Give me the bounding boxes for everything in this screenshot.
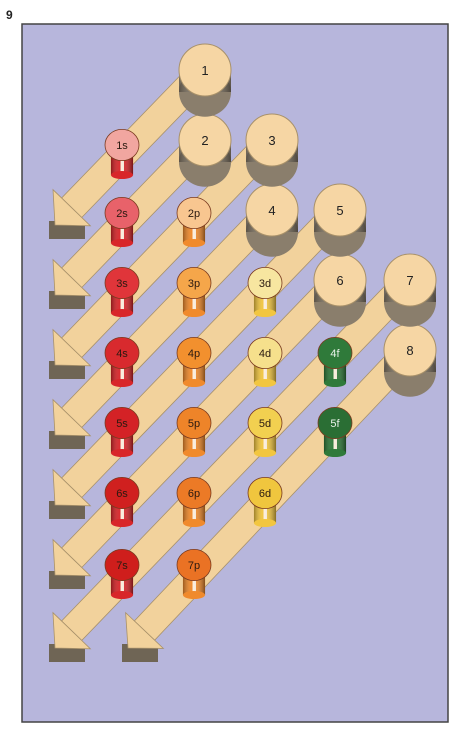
orbital-stem-bottom — [111, 519, 133, 527]
shell-number: 2 — [201, 133, 208, 148]
orbital-label: 5f — [330, 418, 340, 430]
orbital-stem-bottom — [254, 449, 276, 457]
orbital-stem-bottom — [183, 449, 205, 457]
orbital-stem-bottom — [183, 519, 205, 527]
orbital-label: 4f — [330, 348, 340, 360]
orbital-stem-bottom — [254, 519, 276, 527]
orbital-stem-bottom — [111, 449, 133, 457]
orbital-label: 7s — [116, 560, 128, 572]
orbital-stem-bottom — [183, 379, 205, 387]
orbital-stem-bottom — [183, 239, 205, 247]
orbital-label: 1s — [116, 140, 128, 152]
shell-number: 7 — [406, 273, 413, 288]
orbital-label: 6p — [188, 488, 200, 500]
shell-number: 6 — [336, 273, 343, 288]
orbital-label: 4p — [188, 348, 200, 360]
orbital-stem-bottom — [254, 379, 276, 387]
orbital-stem-bottom — [183, 591, 205, 599]
shell-number: 4 — [268, 203, 275, 218]
orbital-label: 2s — [116, 208, 128, 220]
orbital-stem-bottom — [111, 309, 133, 317]
orbital-label: 6d — [259, 488, 271, 500]
orbital-label: 3d — [259, 278, 271, 290]
orbital-label: 5d — [259, 418, 271, 430]
orbital-stem-bottom — [111, 171, 133, 179]
orbital-label: 5p — [188, 418, 200, 430]
orbital-label: 6s — [116, 488, 128, 500]
orbital-label: 4s — [116, 348, 128, 360]
orbital-stem-bottom — [324, 449, 346, 457]
orbital-label: 2p — [188, 208, 200, 220]
orbital-label: 5s — [116, 418, 128, 430]
orbital-label: 7p — [188, 560, 200, 572]
orbital-stem-bottom — [324, 379, 346, 387]
orbital-stem-bottom — [254, 309, 276, 317]
shell-number: 5 — [336, 203, 343, 218]
orbital-label: 4d — [259, 348, 271, 360]
orbital-stem-bottom — [111, 379, 133, 387]
shell-number: 3 — [268, 133, 275, 148]
shell-number: 1 — [201, 63, 208, 78]
shell-number: 8 — [406, 343, 413, 358]
orbital-label: 3p — [188, 278, 200, 290]
orbital-stem-bottom — [111, 239, 133, 247]
orbital-stem-bottom — [183, 309, 205, 317]
orbital-label: 3s — [116, 278, 128, 290]
orbital-stem-bottom — [111, 591, 133, 599]
